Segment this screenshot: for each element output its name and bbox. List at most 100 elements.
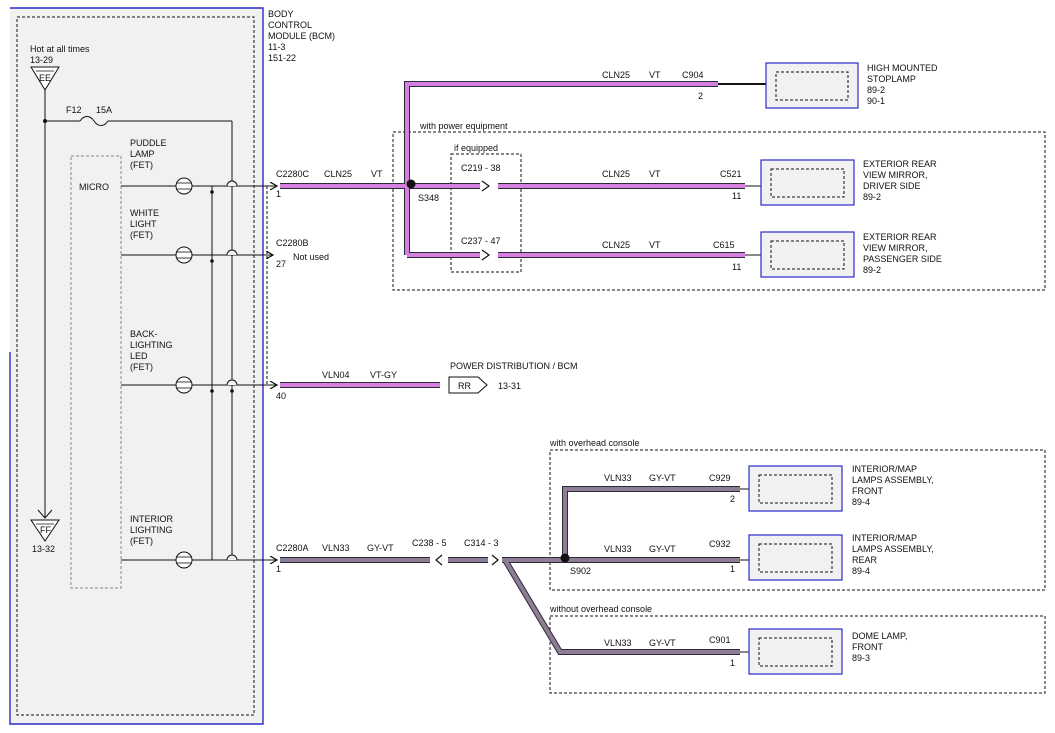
no-overhead-console-label: without overhead console <box>549 604 652 614</box>
mirror-passenger-circuit: CLN25 <box>602 240 630 250</box>
if-equipped-box <box>450 153 522 273</box>
map-front-ref: 89-4 <box>852 497 870 507</box>
map-rear-pin: 1 <box>730 564 735 574</box>
ground-connector-box <box>30 519 60 542</box>
mirror-passenger-connector: C615 <box>713 240 735 250</box>
component-map-front: VLN33 GY-VT C929 2 INTERIOR/MAP LAMPS AS… <box>604 464 934 512</box>
dome-connector: C901 <box>709 635 731 645</box>
s902-label: S902 <box>570 566 591 576</box>
bcm-title-1: BODY <box>268 9 294 19</box>
mirror-driver-color: VT <box>649 169 661 179</box>
c314-label: C314 - 3 <box>464 538 499 548</box>
map-front-name-1: INTERIOR/MAP <box>852 464 917 474</box>
puddle-lamp-label-3: (FET) <box>130 160 153 170</box>
mirror-passenger-ref: 89-2 <box>863 265 881 275</box>
c219-label: C219 - 38 <box>461 163 501 173</box>
component-dome-lamp: VLN33 GY-VT C901 1 DOME LAMP, FRONT 89-3 <box>604 628 907 675</box>
ground-arrow <box>37 509 53 519</box>
backlighting-label: BACK- <box>130 329 158 339</box>
c2280b-note: Not used <box>293 252 329 262</box>
micro-label: MICRO <box>79 182 109 192</box>
bcm-title-3: MODULE (BCM) <box>268 31 335 41</box>
interior-lighting-label-2: LIGHTING <box>130 525 173 535</box>
overhead-console-box <box>549 449 1046 591</box>
map-rear-circuit: VLN33 <box>604 544 632 554</box>
c2280a-color: GY-VT <box>367 543 394 553</box>
no-overhead-console-box <box>549 615 1046 694</box>
mirror-passenger-pin: 11 <box>732 262 741 272</box>
white-light-label-3: (FET) <box>130 230 153 240</box>
stoplamp-ref-2: 90-1 <box>867 96 885 106</box>
c2280a-name: C2280A <box>276 543 309 553</box>
bcm-title-2: CONTROL <box>268 20 312 30</box>
map-rear-name-1: INTERIOR/MAP <box>852 533 917 543</box>
map-front-circuit: VLN33 <box>604 473 632 483</box>
c2280a-circuit: VLN33 <box>322 543 350 553</box>
hot-label: Hot at all times <box>30 44 90 54</box>
if-equipped-label: if equipped <box>454 143 498 153</box>
fet-row-puddle <box>121 177 272 200</box>
splice-s348 <box>406 179 416 189</box>
dome-name-2: FRONT <box>852 642 883 652</box>
map-rear-name-3: REAR <box>852 555 878 565</box>
wire-cln25 <box>280 81 768 258</box>
backlighting-label-2: LIGHTING <box>130 340 173 350</box>
white-light-label-2: LIGHT <box>130 219 157 229</box>
s348-label: S348 <box>418 193 439 203</box>
map-front-name-2: LAMPS ASSEMBLY, <box>852 475 934 485</box>
fuse-rating: 15A <box>96 105 112 115</box>
puddle-lamp-label-2: LAMP <box>130 149 155 159</box>
c2280c-name: C2280C <box>276 169 310 179</box>
map-rear-ref: 89-4 <box>852 566 870 576</box>
pin40-color: VT-GY <box>370 370 397 380</box>
white-light-label: WHITE <box>130 208 159 218</box>
c2280b-pin: 27 <box>276 259 286 269</box>
stoplamp-circuit: CLN25 <box>602 70 630 80</box>
dome-circuit: VLN33 <box>604 638 632 648</box>
power-equipment-label: with power equipment <box>419 121 508 131</box>
bcm-inner-dashed <box>16 16 255 716</box>
stoplamp-connector: C904 <box>682 70 704 80</box>
hot-connector-shape <box>30 66 60 91</box>
rr-connector <box>448 376 488 394</box>
c237-label: C237 - 47 <box>461 236 501 246</box>
dome-color: GY-VT <box>649 638 676 648</box>
map-front-connector: C929 <box>709 473 731 483</box>
mirror-driver-pin: 11 <box>732 191 741 201</box>
fuse-icon <box>79 116 109 126</box>
stoplamp-ref-1: 89-2 <box>867 85 885 95</box>
component-stoplamp: CLN25 VT C904 2 HIGH MOUNTED STOPLAMP 89… <box>602 62 938 109</box>
mirror-driver-circuit: CLN25 <box>602 169 630 179</box>
pin40-circuit: VLN04 <box>322 370 350 380</box>
interior-lighting-label-3: (FET) <box>130 536 153 546</box>
c2280c-circuit: CLN25 <box>324 169 352 179</box>
fet-row-white <box>121 246 272 264</box>
mirror-driver-name-1: EXTERIOR REAR <box>863 159 937 169</box>
mirror-driver-name-3: DRIVER SIDE <box>863 181 921 191</box>
bcm-module: MICRO Hot at all times 13-29 EE F12 15A … <box>9 7 272 725</box>
stoplamp-pin: 2 <box>698 91 703 101</box>
overhead-console-label: with overhead console <box>549 438 640 448</box>
component-map-rear: VLN33 GY-VT C932 1 INTERIOR/MAP LAMPS AS… <box>604 533 934 581</box>
bcm-title: BODY CONTROL MODULE (BCM) 11-3 151-22 <box>268 9 335 63</box>
backlighting-label-4: (FET) <box>130 362 153 372</box>
dome-ref: 89-3 <box>852 653 870 663</box>
map-front-name-3: FRONT <box>852 486 883 496</box>
c2280a-pin: 1 <box>276 564 281 574</box>
interior-lighting-label: INTERIOR <box>130 514 174 524</box>
power-equipment-box <box>392 131 1046 291</box>
c2280c-color: VT <box>371 169 383 179</box>
component-mirror-driver: CLN25 VT C521 11 EXTERIOR REAR VIEW MIRR… <box>602 159 937 206</box>
micro-box <box>70 155 122 589</box>
fet-icon <box>175 246 193 264</box>
stoplamp-color: VT <box>649 70 661 80</box>
mirror-passenger-name-3: PASSENGER SIDE <box>863 254 942 264</box>
fet-icon <box>175 376 193 394</box>
map-rear-color: GY-VT <box>649 544 676 554</box>
stoplamp-name-2: STOPLAMP <box>867 74 916 84</box>
c238-label: C238 - 5 <box>412 538 447 548</box>
c2280b-name: C2280B <box>276 238 309 248</box>
power-distribution-ref: 13-31 <box>498 381 521 391</box>
component-mirror-passenger: CLN25 VT C615 11 EXTERIOR REAR VIEW MIRR… <box>602 231 942 278</box>
map-rear-connector: C932 <box>709 539 731 549</box>
